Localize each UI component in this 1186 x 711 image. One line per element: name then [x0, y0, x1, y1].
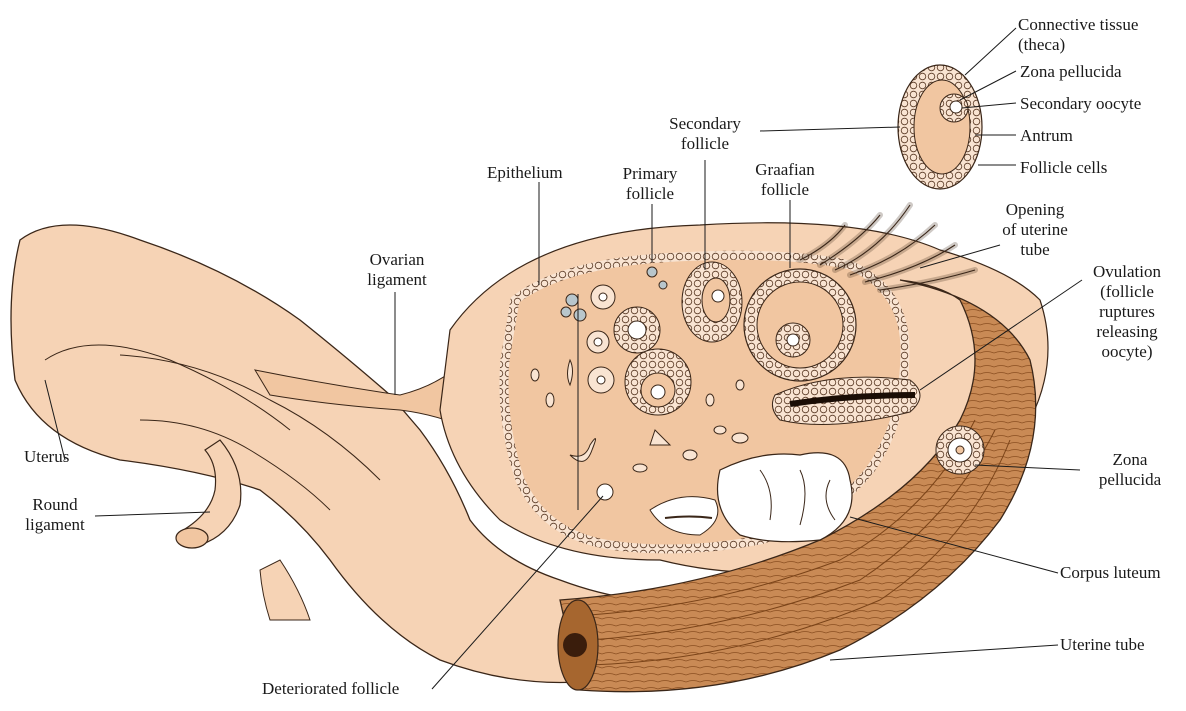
- label-secondary-follicle: Secondary follicle: [655, 114, 755, 154]
- label-ovarian-ligament-line2: ligament: [347, 270, 447, 290]
- deteriorated-follicle-shape: [597, 484, 613, 500]
- label-opening-line1: Opening: [985, 200, 1085, 220]
- label-round-ligament: Round ligament: [10, 495, 100, 535]
- label-uterus: Uterus: [24, 447, 69, 467]
- label-opening-uterine-tube: Opening of uterine tube: [985, 200, 1085, 260]
- label-secondary-follicle-line1: Secondary: [655, 114, 755, 134]
- label-corpus-luteum: Corpus luteum: [1060, 563, 1161, 583]
- label-ovulation: Ovulation (follicle ruptures releasing o…: [1072, 262, 1182, 362]
- label-ovulation-line3: ruptures: [1072, 302, 1182, 322]
- label-secondary-oocyte: Secondary oocyte: [1020, 94, 1141, 114]
- label-deteriorated-follicle: Deteriorated follicle: [262, 679, 399, 699]
- label-primary-follicle-line1: Primary: [600, 164, 700, 184]
- label-connective-tissue: Connective tissue (theca): [1018, 15, 1138, 55]
- label-zona-pellucida-top: Zona pellucida: [1020, 62, 1122, 82]
- follicle-inset: [898, 65, 982, 189]
- label-opening-line3: tube: [985, 240, 1085, 260]
- graafian-follicle: [744, 269, 856, 381]
- label-round-ligament-line1: Round: [10, 495, 100, 515]
- label-ovarian-ligament-line1: Ovarian: [347, 250, 447, 270]
- label-round-ligament-line2: ligament: [10, 515, 100, 535]
- label-graafian-follicle-line1: Graafian: [735, 160, 835, 180]
- label-graafian-follicle: Graafian follicle: [735, 160, 835, 200]
- label-connective-tissue-line1: Connective tissue: [1018, 15, 1138, 35]
- released-oocyte: [936, 426, 984, 474]
- label-connective-tissue-line2: (theca): [1018, 35, 1138, 55]
- label-zona-right-line1: Zona: [1085, 450, 1175, 470]
- label-ovulation-line5: oocyte): [1072, 342, 1182, 362]
- label-primary-follicle: Primary follicle: [600, 164, 700, 204]
- label-epithelium: Epithelium: [487, 163, 563, 183]
- label-antrum: Antrum: [1020, 126, 1073, 146]
- label-ovulation-line2: (follicle: [1072, 282, 1182, 302]
- label-opening-line2: of uterine: [985, 220, 1085, 240]
- label-secondary-follicle-line2: follicle: [655, 134, 755, 154]
- label-primary-follicle-line2: follicle: [600, 184, 700, 204]
- label-ovulation-line1: Ovulation: [1072, 262, 1182, 282]
- label-ovarian-ligament: Ovarian ligament: [347, 250, 447, 290]
- label-uterine-tube: Uterine tube: [1060, 635, 1145, 655]
- label-ovulation-line4: releasing: [1072, 322, 1182, 342]
- label-zona-pellucida-right: Zona pellucida: [1085, 450, 1175, 490]
- label-follicle-cells: Follicle cells: [1020, 158, 1107, 178]
- label-graafian-follicle-line2: follicle: [735, 180, 835, 200]
- label-zona-right-line2: pellucida: [1085, 470, 1175, 490]
